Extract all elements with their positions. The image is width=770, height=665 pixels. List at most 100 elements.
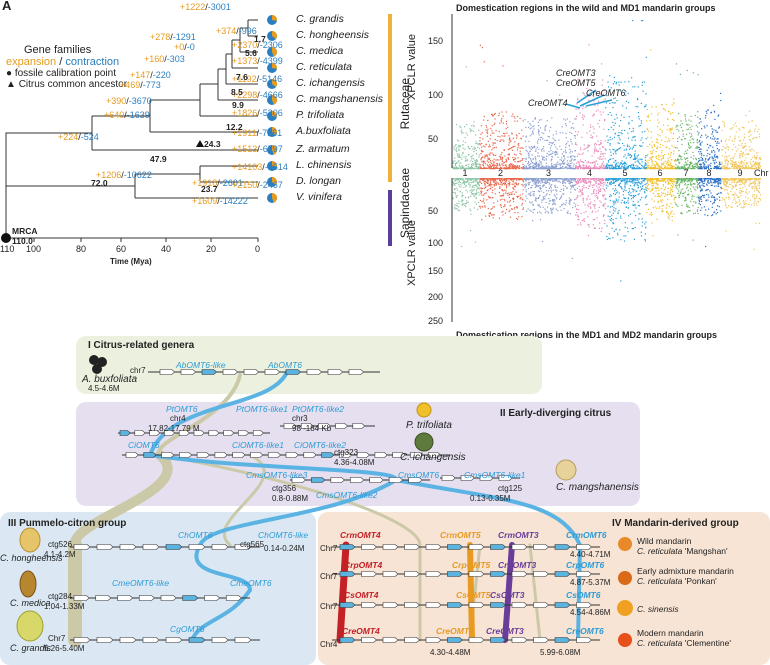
- gene-label: PtOMT6-like1: [236, 404, 288, 414]
- chr-label: 6: [657, 168, 663, 178]
- gene-arrow: [579, 94, 605, 107]
- medica-fruit-icon: [19, 570, 37, 598]
- gene-arrow-icon: [303, 452, 317, 458]
- axis-tick: 100: [26, 244, 42, 254]
- legend-expansion: expansion: [6, 56, 57, 68]
- gene-arrow-icon: [361, 637, 378, 643]
- species-label: C. reticulata: [296, 61, 353, 73]
- species-label: C. reticulata 'Ponkan': [637, 576, 717, 586]
- ancestor-triangle-icon: [196, 140, 204, 147]
- species-label: C. sinensis: [637, 604, 679, 614]
- gene-arrow-icon: [178, 430, 191, 436]
- axis-tick: 80: [76, 244, 87, 254]
- gene-label: ChOMT6: [178, 530, 213, 540]
- gene-arrow-icon: [554, 544, 571, 550]
- gene-arrow-icon: [201, 369, 218, 375]
- gene-arrow-icon: [348, 369, 365, 375]
- gene-arrow-icon: [300, 423, 314, 429]
- gene-arrow-icon: [498, 475, 513, 481]
- chr-label: chr3: [292, 414, 308, 423]
- mangshan-fruit-icon: [618, 537, 632, 551]
- gene-arrow-icon: [125, 452, 139, 458]
- mrca-age: 110.0: [12, 236, 33, 246]
- gene-arrow-icon: [468, 571, 485, 577]
- chr-label: 2: [498, 168, 504, 178]
- gene-label: CrmOMT6: [566, 530, 607, 540]
- branch-change-label: +2370/-2306: [232, 40, 283, 50]
- tip-change-label: +1206/-10622: [96, 170, 152, 180]
- legend-title: Gene families: [24, 44, 92, 56]
- gene-label: CiOMT6-like2: [294, 440, 346, 450]
- pie-slice: [272, 31, 277, 40]
- gene-arrow-icon: [179, 452, 193, 458]
- group4-title: IV Mandarin-derived group: [612, 518, 739, 529]
- species-label: A.buxfoliata: [296, 125, 351, 137]
- gene-arrow-icon: [161, 452, 175, 458]
- node-age-label: 5.6: [245, 48, 257, 58]
- gene-arrow-icon: [554, 571, 571, 577]
- gene-label: PtOMT6: [166, 404, 198, 414]
- gene-arrow-icon: [222, 369, 239, 375]
- gene-peak-label: CreOMT6: [586, 88, 626, 98]
- gene-arrow-icon: [369, 477, 384, 483]
- y-tick-top: 50: [428, 134, 439, 144]
- chromosome-points: [452, 66, 481, 248]
- sapindaceae-bar: [388, 190, 392, 246]
- gene-arrow-icon: [404, 571, 421, 577]
- gene-label: CreOMT6: [566, 626, 604, 636]
- gene-arrow-icon: [164, 430, 176, 436]
- fossil-point-icon: [1, 233, 11, 243]
- tip-change-label: +1609/-14222: [192, 196, 248, 206]
- pie-slice: [272, 15, 277, 21]
- gene-arrow-icon: [361, 602, 378, 608]
- gene-arrow-icon: [160, 595, 177, 601]
- group1-title: I Citrus-related genera: [88, 340, 195, 351]
- branch-change-label: +14103/-8514: [232, 162, 288, 172]
- range-label: 4.30-4.48M: [430, 648, 471, 657]
- mangshanensis-fruit-icon: [555, 459, 577, 481]
- gene-arrow-icon: [511, 544, 528, 550]
- gene-arrow-icon: [149, 430, 161, 436]
- species-label: V. vinifera: [296, 191, 342, 203]
- gene-label: CreOMT4: [342, 626, 380, 636]
- gene-peak-label: CreOMT3: [556, 68, 596, 78]
- gene-arrow-icon: [408, 477, 423, 483]
- gene-label: CrmOMT4: [340, 530, 381, 540]
- trifoliata-fruit-icon: [416, 402, 432, 418]
- gene-arrow-icon: [554, 602, 571, 608]
- manhattan-plot: [451, 14, 762, 322]
- gene-label: CreOMT5: [436, 626, 474, 636]
- gene-arrow-icon: [410, 452, 424, 458]
- gene-arrow-icon: [460, 475, 475, 481]
- gene-arrow-icon: [490, 544, 507, 550]
- gene-label: CreOMT3: [486, 626, 524, 636]
- gene-arrow-icon: [318, 423, 331, 429]
- gene-arrow-icon: [425, 602, 442, 608]
- gene-arrow-icon: [208, 430, 220, 436]
- chr-label: ctg125: [498, 484, 523, 493]
- pie-slice: [272, 177, 277, 186]
- tip-change-label: +469/-773: [120, 80, 161, 90]
- node-age-label: 7.6: [236, 72, 248, 82]
- gene-label: CmsOMT6-like1: [464, 470, 526, 480]
- y-tick-bottom: 150: [428, 266, 444, 276]
- chr-label: ctg565: [240, 540, 265, 549]
- species-type-label: Wild mandarin: [637, 536, 692, 546]
- gene-arrow-icon: [339, 637, 356, 643]
- range-label: 0.14-0.24M: [264, 544, 305, 553]
- node-age-label: 23.7: [201, 184, 218, 194]
- gene-arrow-icon: [321, 452, 335, 458]
- rutaceae-bar: [388, 14, 392, 182]
- gene-arrow-icon: [511, 637, 528, 643]
- gene-arrow-icon: [533, 637, 550, 643]
- gene-label: ChOMT6-like: [258, 530, 309, 540]
- gene-arrow-icon: [193, 430, 205, 436]
- gene-peak-label: CreOMT4: [528, 98, 568, 108]
- axis-tick: 110: [0, 244, 15, 254]
- gene-arrow-icon: [73, 544, 91, 550]
- gene-label: CmsOMT6-like3: [246, 470, 308, 480]
- species-label: C. mangshanensis: [296, 93, 383, 105]
- axis-label: Time (Mya): [110, 257, 152, 266]
- gene-arrow-icon: [96, 637, 114, 643]
- gene-arrow-icon: [285, 452, 299, 458]
